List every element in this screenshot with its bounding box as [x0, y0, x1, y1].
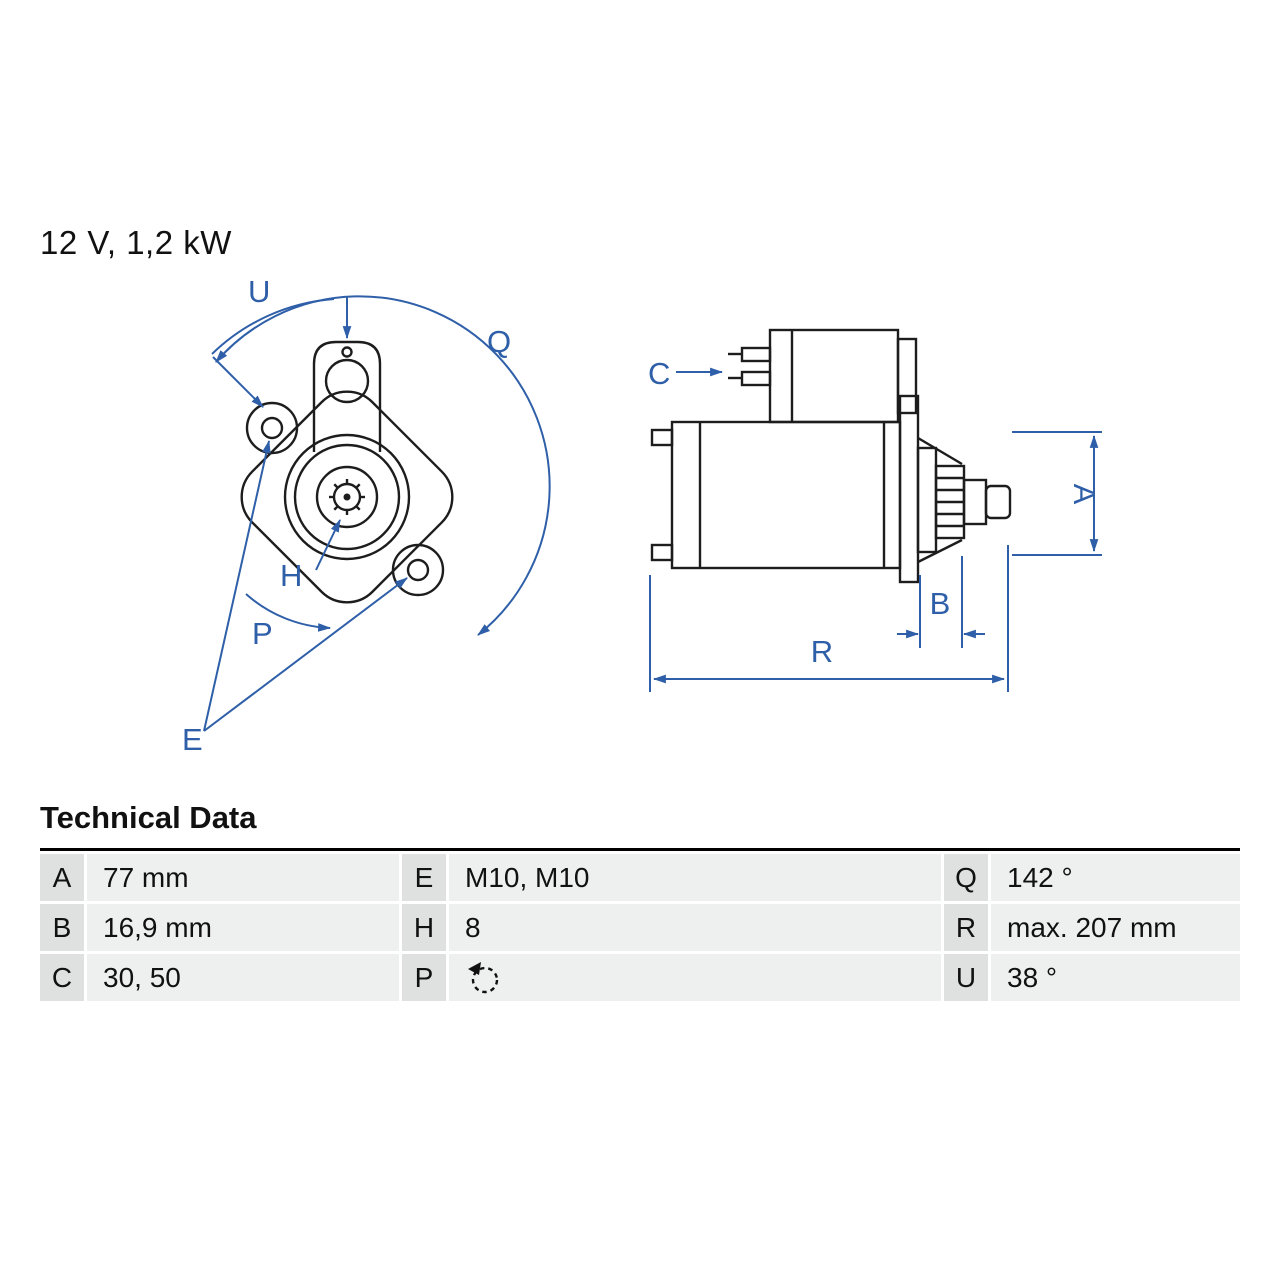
table-key-p: P	[402, 954, 446, 1001]
dim-label-c: C	[648, 356, 670, 391]
table-key-q: Q	[944, 854, 988, 901]
technical-drawing: U Q H P E C A B R	[182, 274, 1102, 757]
table-value-a: 77 mm	[87, 854, 399, 901]
dim-label-r: R	[811, 634, 833, 669]
section-title: Technical Data	[40, 800, 257, 835]
table-value-u: 38 °	[991, 954, 1240, 1001]
table-value-q: 142 °	[991, 854, 1240, 901]
table-key-e: E	[402, 854, 446, 901]
table-key-a: A	[40, 854, 84, 901]
technical-data-table: A 77 mm E M10, M10 Q 142 ° B 16,9 mm H 8…	[40, 848, 1240, 1001]
table-value-b: 16,9 mm	[87, 904, 399, 951]
rotation-ccw-icon	[468, 961, 499, 993]
table-value-e: M10, M10	[449, 854, 941, 901]
table-key-c: C	[40, 954, 84, 1001]
table-key-r: R	[944, 904, 988, 951]
side-view	[650, 328, 1012, 584]
dim-label-b: B	[930, 586, 951, 621]
dim-label-p: P	[252, 616, 273, 651]
table-value-p	[449, 954, 941, 1001]
table-value-c: 30, 50	[87, 954, 399, 1001]
table-key-u: U	[944, 954, 988, 1001]
dim-label-e: E	[182, 722, 203, 757]
dim-label-a: A	[1067, 484, 1102, 505]
table-value-r: max. 207 mm	[991, 904, 1240, 951]
table-key-b: B	[40, 904, 84, 951]
dimension-annotations	[203, 295, 1102, 732]
dim-label-u: U	[248, 274, 270, 309]
power-rating-label: 12 V, 1,2 kW	[40, 224, 232, 261]
dim-label-h: H	[280, 558, 302, 593]
table-value-h: 8	[449, 904, 941, 951]
front-view	[240, 340, 454, 604]
table-key-h: H	[402, 904, 446, 951]
dim-label-q: Q	[487, 324, 511, 359]
